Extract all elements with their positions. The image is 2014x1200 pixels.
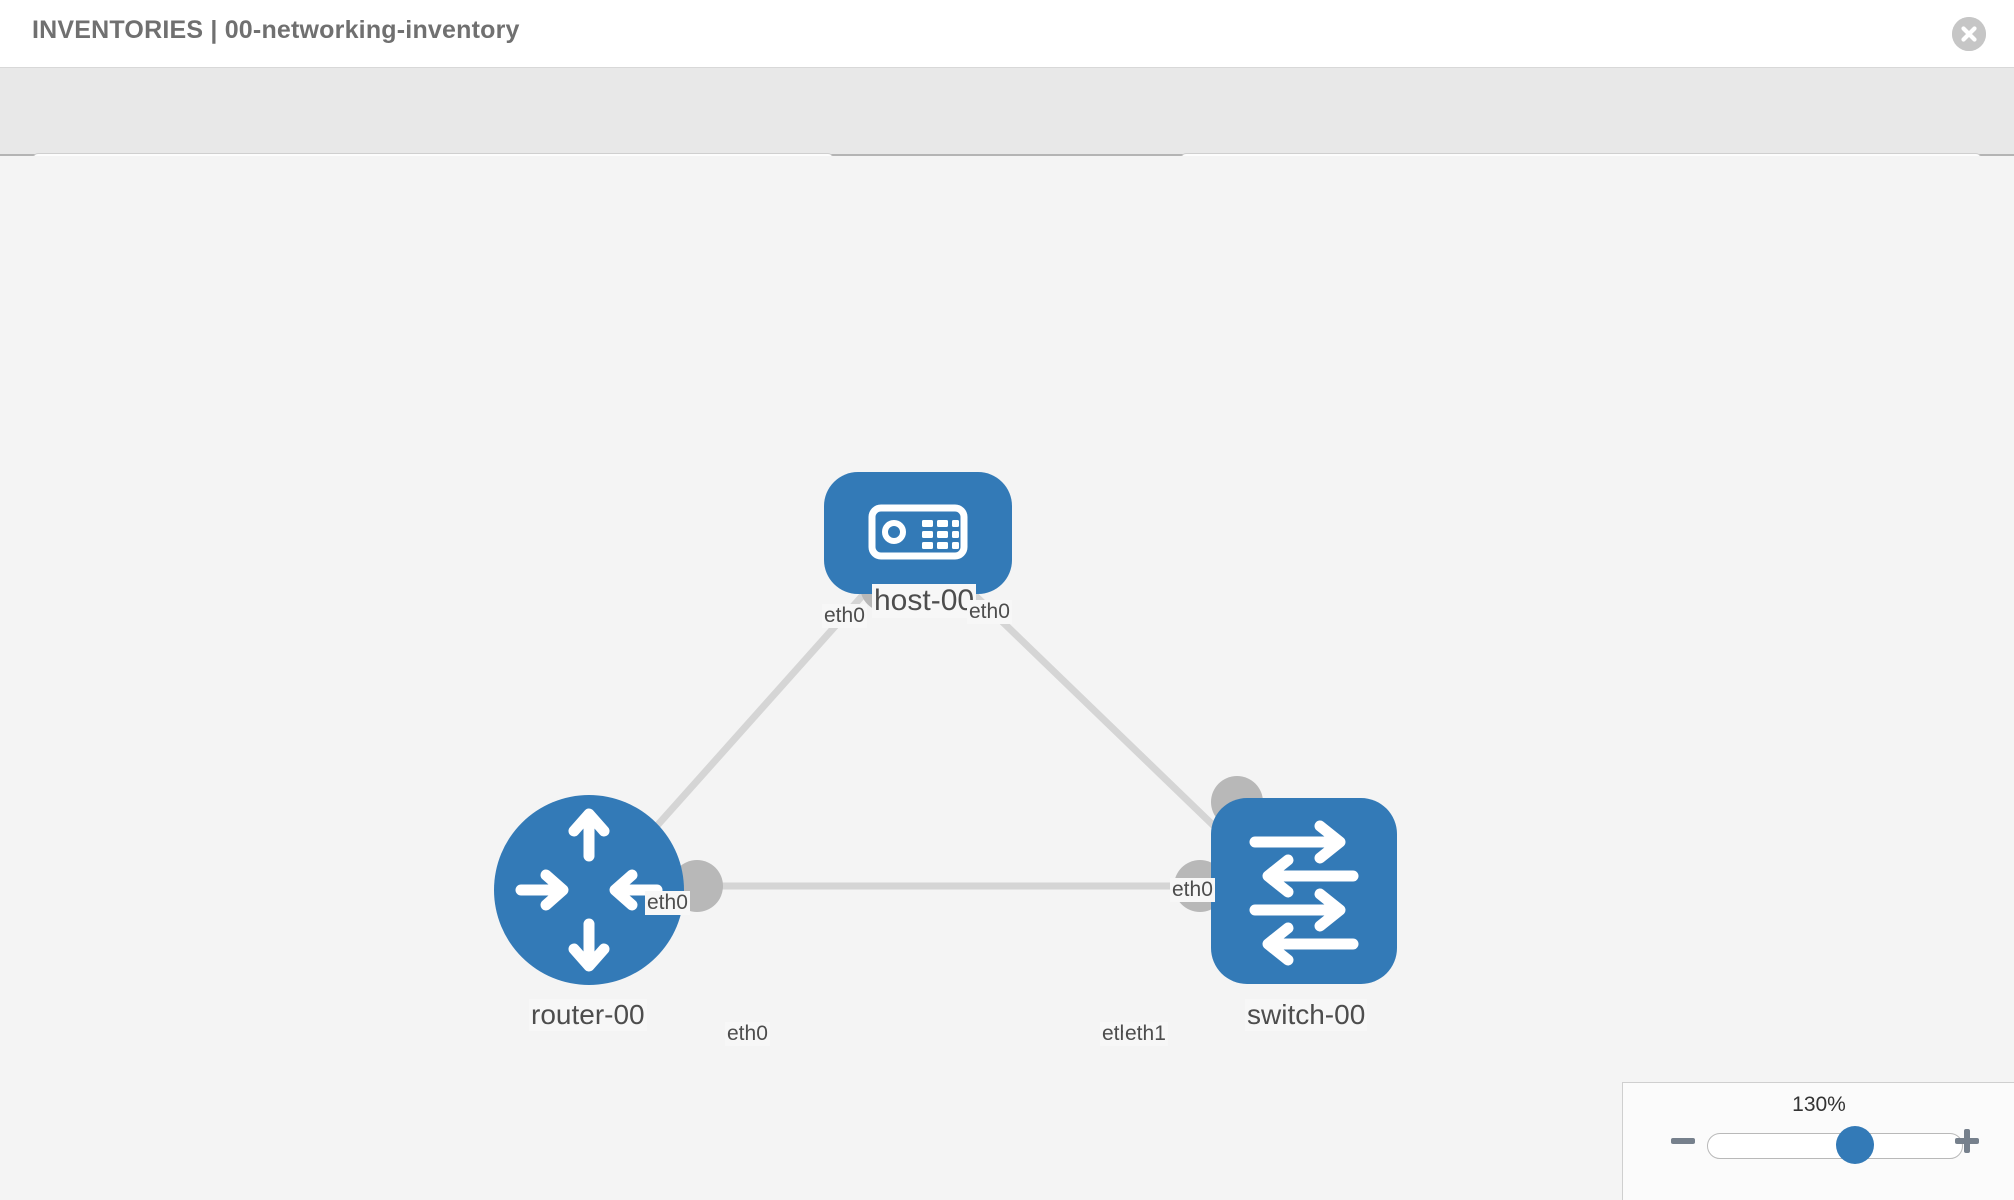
close-icon[interactable] bbox=[1952, 17, 1986, 51]
router-four-arrows-icon bbox=[515, 808, 663, 972]
node-label-router-00: router-00 bbox=[529, 999, 647, 1031]
server-appliance-icon bbox=[868, 504, 968, 560]
plus-icon[interactable] bbox=[1953, 1127, 1981, 1160]
edge-label-host-right: eth0 bbox=[967, 600, 1012, 624]
node-label-host-00: host-00 bbox=[872, 584, 977, 618]
topology-canvas[interactable]: host-00 router-00 switch-00 eth0 eth0 et… bbox=[0, 156, 2014, 1200]
zoom-control-panel: 130% bbox=[1622, 1082, 2014, 1200]
node-label-switch-00: switch-00 bbox=[1245, 999, 1368, 1031]
edge-label-switch-upper: eth0 bbox=[1170, 878, 1215, 902]
page-title: INVENTORIES | 00-networking-inventory bbox=[32, 16, 520, 44]
topology-links bbox=[627, 573, 1248, 890]
minus-icon[interactable] bbox=[1669, 1127, 1697, 1160]
zoom-slider-track[interactable] bbox=[1707, 1133, 1963, 1159]
switch-arrows-icon bbox=[1249, 820, 1359, 966]
edge-label-router-right: eth0 bbox=[725, 1022, 770, 1046]
node-host-00 bbox=[824, 472, 1012, 594]
edge-label-host-left: eth0 bbox=[822, 604, 867, 628]
zoom-slider-thumb[interactable] bbox=[1836, 1126, 1874, 1164]
edge-label-router-upper: eth0 bbox=[645, 891, 690, 915]
node-switch-00 bbox=[1211, 798, 1397, 984]
edge-label-switch-left-b: eth1 bbox=[1123, 1022, 1168, 1046]
node-router-00 bbox=[494, 795, 684, 985]
toolbar: ACTIONS SEARCH bbox=[0, 68, 2014, 211]
zoom-percent-label: 130% bbox=[1792, 1093, 1846, 1116]
page-header: INVENTORIES | 00-networking-inventory bbox=[0, 0, 2014, 68]
